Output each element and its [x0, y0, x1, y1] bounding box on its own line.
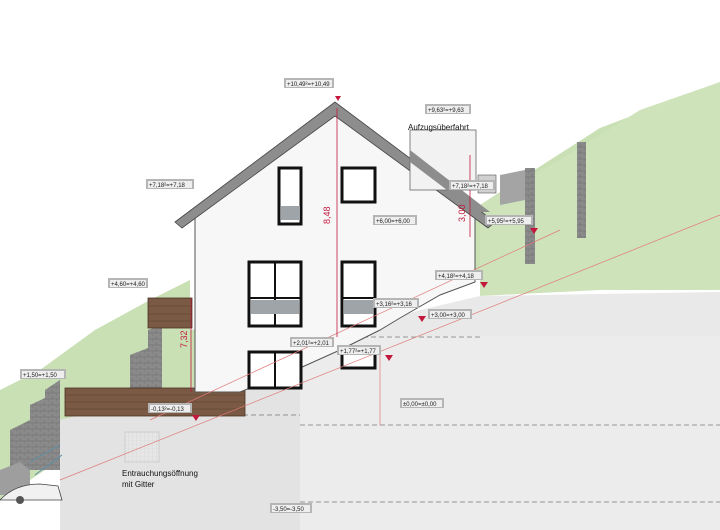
upper-hill: [480, 82, 720, 296]
car: [0, 483, 63, 504]
level-labels: +10,49²=+10,49 +9,63²=+9,63 Aufzugsüberf…: [20, 78, 533, 513]
label-m350: -3,50=-3,50: [273, 507, 305, 513]
label-floor-top: +6,00=+6,00: [376, 219, 411, 225]
label-eave-left: +7,18²=+7,18: [149, 183, 186, 189]
label-150: +1,50=+1,50: [23, 373, 58, 379]
label-177: +1,77²=+1,77: [340, 349, 377, 355]
smoke-vent-label-2: mit Gitter: [122, 480, 155, 489]
wall-segment: [500, 170, 525, 205]
dim-732: 7,32: [179, 330, 189, 348]
window-mullions: [249, 262, 375, 388]
balcony-railing: [147, 297, 193, 329]
glass-barrier: [29, 444, 63, 476]
label-eave-right: +7,18²=+7,18: [452, 184, 489, 190]
window-railings: [251, 206, 373, 314]
label-201: +2,01²=+2,01: [293, 341, 330, 347]
label-000: ±0,00=±0,00: [403, 402, 437, 408]
label-terrain-mid: +4,18²=+4,18: [438, 274, 475, 280]
label-lift-name: Aufzugsüberfahrt: [408, 123, 470, 132]
label-balcony: +4,60=+4,60: [111, 282, 146, 288]
balcony-planks: [148, 305, 192, 322]
label-300: +3,00=+3,00: [431, 313, 466, 319]
dim-848: 8,48: [322, 206, 332, 224]
smoke-vent-label-1: Entrauchungsöffnung: [122, 469, 198, 478]
label-ridge: +10,49²=+10,49: [287, 82, 330, 88]
roof: [174, 101, 496, 229]
label-window-level: +3,16²=+3,16: [376, 302, 413, 308]
dim-300: 3,00: [457, 204, 467, 222]
level-markers: [192, 96, 538, 421]
label-terrain-upper: +5,95²=+5,95: [488, 219, 525, 225]
dimension-lines: [190, 108, 471, 392]
label-m013: -0,13²=-0,13: [151, 407, 185, 413]
survey-lines: [59, 214, 720, 481]
retaining-wall-2: [577, 142, 586, 238]
label-lift-top: +9,63²=+9,63: [428, 108, 465, 114]
